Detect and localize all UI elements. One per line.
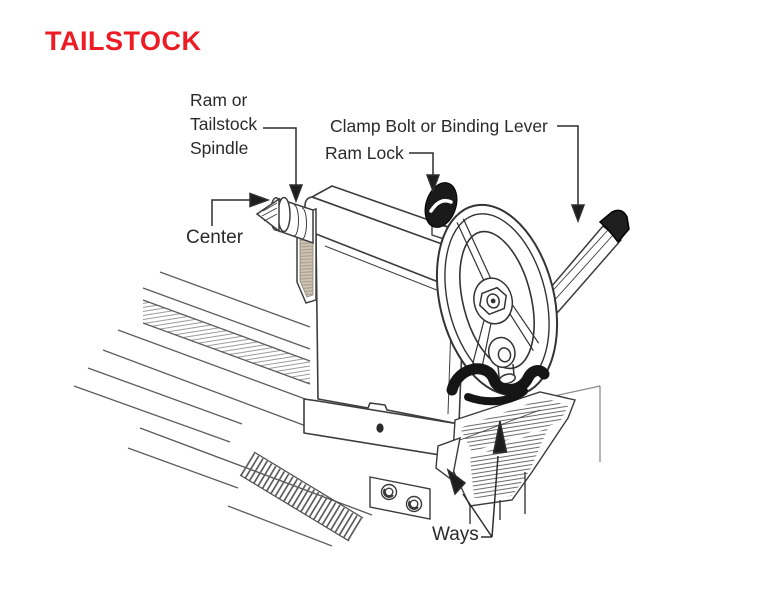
lathe-bed [73,271,601,547]
leader-ram-spindle [263,127,304,204]
screw-plate [369,476,431,520]
ways-surface-upper [460,398,568,452]
ram-spindle [255,196,314,245]
wheel-spokes [456,218,540,368]
label-clamp-bolt-or-binding-lever: Clamp Bolt or Binding Lever [330,116,548,136]
screw [380,483,398,501]
arrow-right-icon [249,192,271,208]
clamp-handle [446,363,550,406]
center-tip [255,197,280,233]
spindle-collar [277,196,291,233]
arrow-down-icon [288,184,304,204]
label-ram-lock: Ram Lock [325,143,404,163]
leader-center [211,192,271,226]
leader-clamp-bolt [557,125,586,224]
screw [405,495,423,513]
arrow-up-icon [492,420,508,454]
label-center: Center [186,227,244,248]
leader-ram-lock [409,152,441,194]
page-title: TAILSTOCK [45,26,202,56]
label-line: Ram or [190,90,248,110]
label-line: Tailstock [190,114,258,134]
leader-lines [211,125,586,538]
label-ways: Ways [432,524,479,545]
leader-ways [446,420,508,538]
lead-screw [239,451,364,542]
crank-handle [487,336,516,385]
label-ram-or-tailstock-spindle: Ram or Tailstock Spindle [190,88,257,160]
arrow-down-icon [425,174,441,194]
arrow-down-icon [570,204,586,224]
label-line: Spindle [190,138,249,158]
arrow-up-left-icon [446,468,467,496]
ways-surface-lower [470,428,548,498]
wheel-hub [473,277,514,325]
tailstock-base [435,391,576,524]
